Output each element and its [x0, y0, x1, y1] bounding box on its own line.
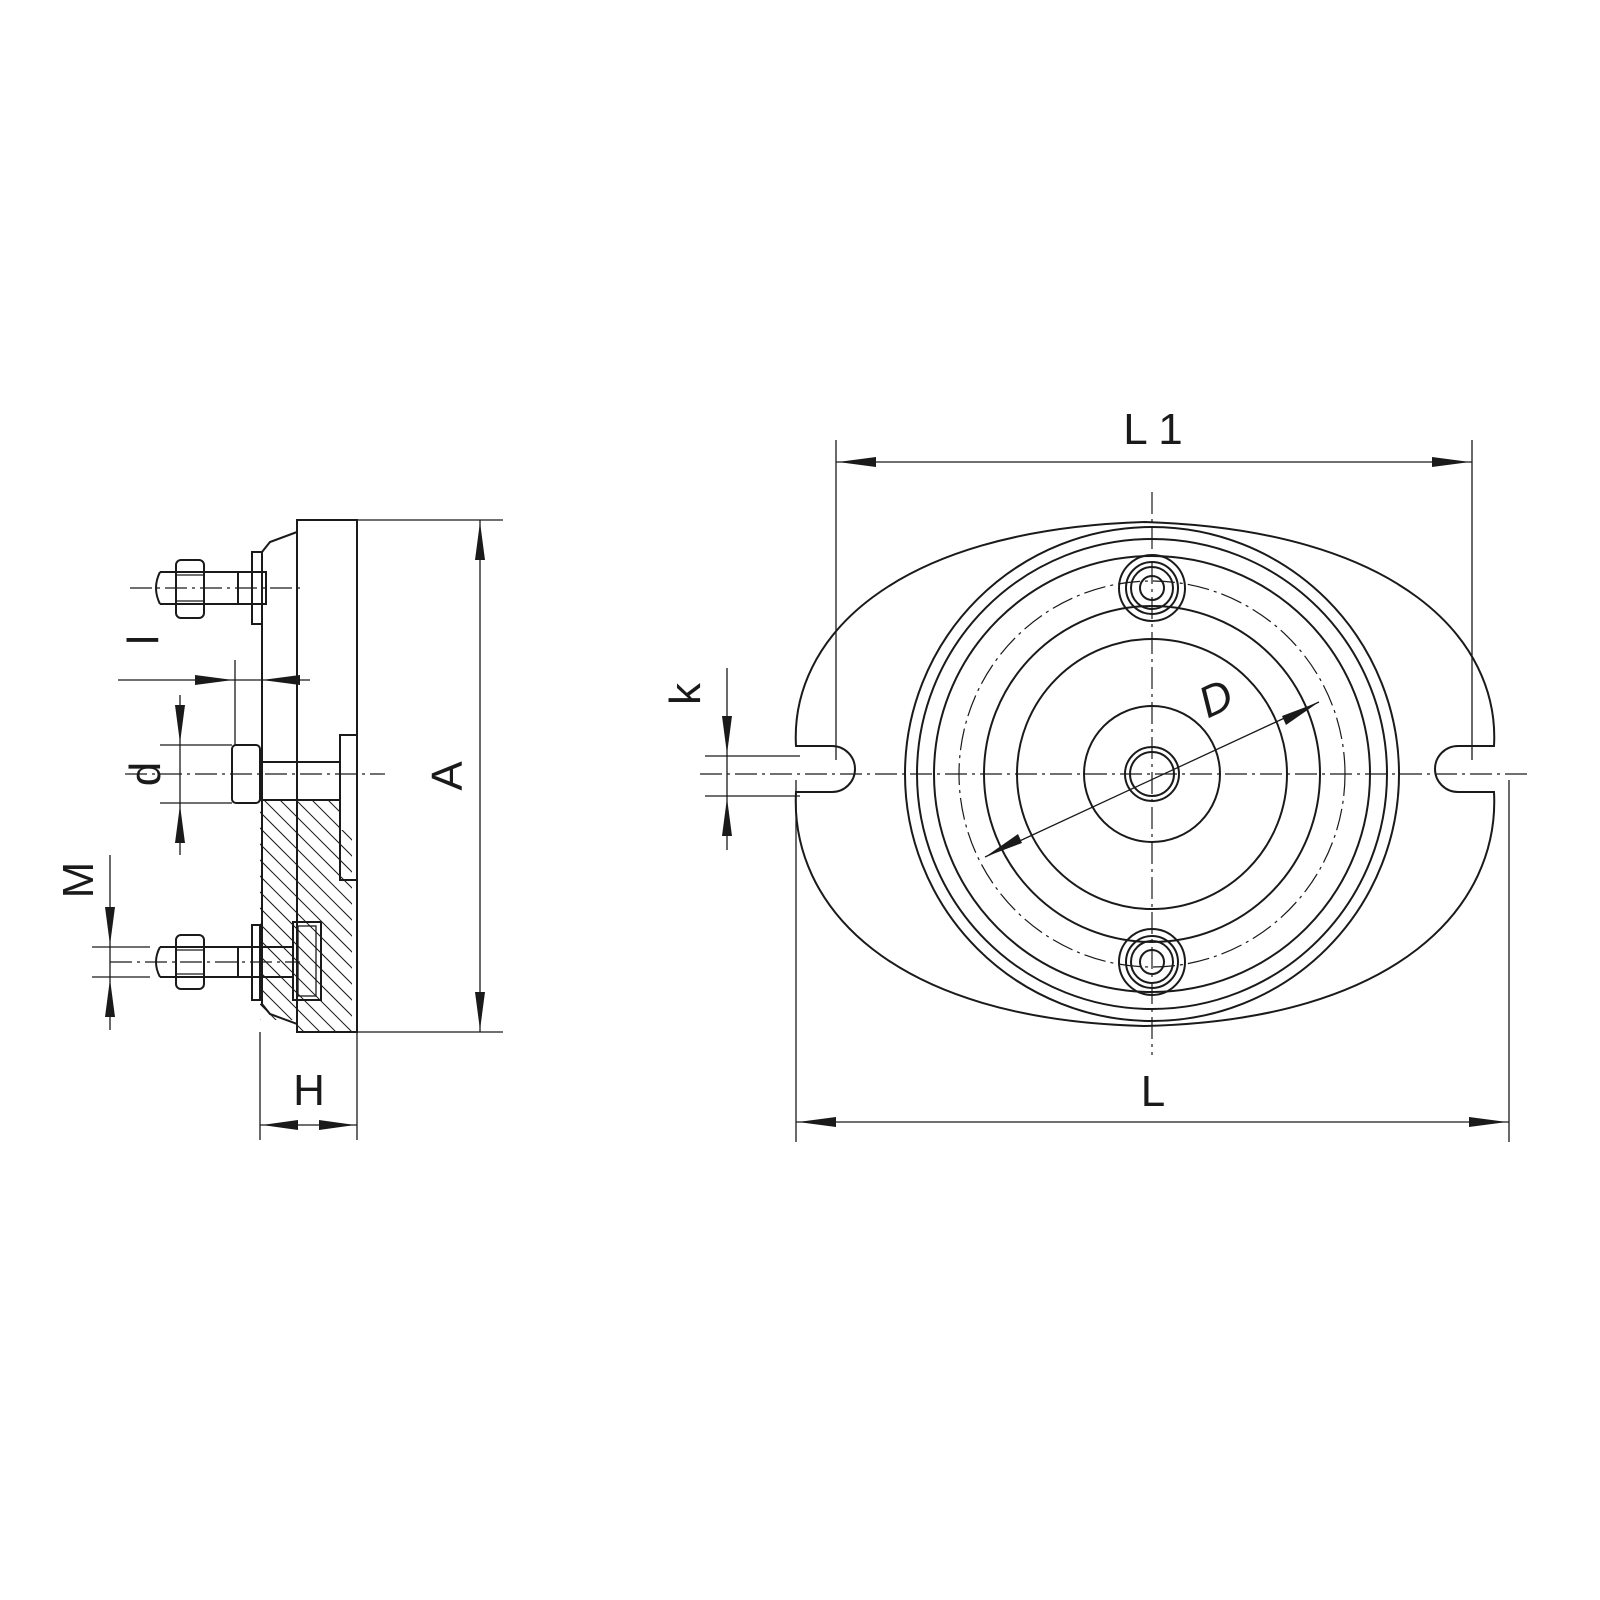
label-H: H	[293, 1066, 325, 1115]
label-A: A	[423, 761, 472, 791]
label-D: D	[1191, 670, 1241, 728]
label-M: M	[54, 862, 103, 899]
label-k: k	[661, 682, 710, 705]
plan-dimensions	[705, 440, 1510, 1142]
side-dimensions	[92, 519, 503, 1140]
side-upper-body	[261, 530, 298, 1026]
side-plate	[296, 519, 358, 1033]
plan-view	[700, 492, 1528, 1055]
side-view	[110, 519, 385, 1033]
label-l: l	[119, 635, 168, 645]
label-L1: L 1	[1123, 405, 1183, 454]
label-d: d	[121, 762, 170, 786]
label-L: L	[1141, 1067, 1165, 1116]
